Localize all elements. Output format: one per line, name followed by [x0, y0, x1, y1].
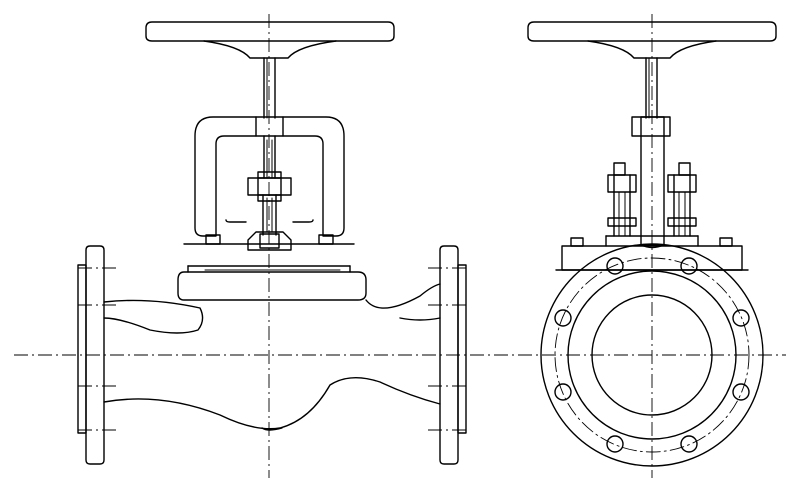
- side-view: [527, 21, 777, 467]
- handwheel-front: [145, 21, 395, 59]
- bolt-hole: [732, 383, 750, 401]
- valve-body-front: [103, 283, 441, 431]
- bonnet-base-front: [183, 234, 355, 245]
- yoke-column-side: [631, 116, 671, 249]
- gland-bolts-left-side: [607, 162, 637, 237]
- bolt-hole: [732, 309, 750, 327]
- stem-side: [645, 57, 658, 119]
- bonnet-flange-front: [177, 265, 367, 301]
- bolt-hole: [554, 309, 572, 327]
- yoke-nut-front: [255, 116, 284, 137]
- flange-side: [540, 243, 764, 467]
- flange-bolt-circle: [554, 257, 750, 453]
- left-flange-front: [77, 245, 105, 465]
- bonnet-side: [555, 235, 749, 271]
- gland-bolts-right-side: [667, 162, 697, 237]
- flange-raised-face: [567, 270, 737, 440]
- yoke-front: [194, 116, 345, 237]
- flange-outer-circle: [540, 243, 764, 467]
- bolt-hole: [680, 257, 698, 275]
- bolt-hole: [606, 435, 624, 453]
- stem-front: [262, 57, 277, 236]
- right-flange-front: [439, 245, 467, 465]
- bolt-hole: [606, 257, 624, 275]
- bolt-hole: [680, 435, 698, 453]
- handwheel-side: [527, 21, 777, 59]
- flange-bolt-holes: [554, 257, 750, 453]
- flange-bore: [591, 294, 713, 416]
- gland-nut-front: [247, 171, 292, 202]
- gland-follower-front: [247, 231, 292, 251]
- front-view: [77, 21, 467, 465]
- center-lines: [14, 14, 786, 478]
- bolt-hole: [554, 383, 572, 401]
